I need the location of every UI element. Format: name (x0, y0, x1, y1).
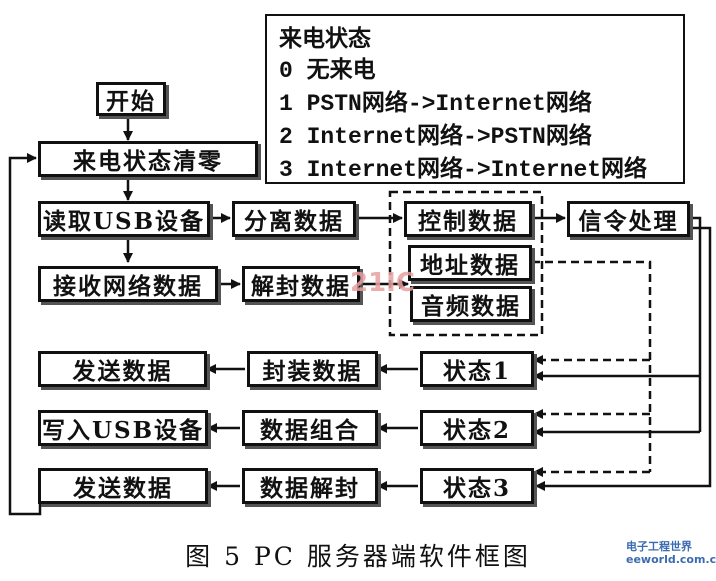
node-control-data: 控制数据 (404, 201, 532, 237)
watermark-corner: 电子工程世界 eeworld.com.cn (626, 540, 716, 566)
node-audio-data: 音频数据 (410, 286, 532, 322)
node-state2: 状态2 (420, 410, 534, 446)
legend-title: 来电状态 (279, 25, 371, 52)
node-combine: 数据组合 (242, 410, 378, 446)
node-decap: 解封数据 (242, 266, 360, 302)
watermark-corner-line2: eeworld.com.cn (626, 553, 716, 566)
node-read-usb: 读取USB设备 (38, 201, 210, 237)
node-clear-state: 来电状态清零 (38, 141, 258, 177)
node-address-data: 地址数据 (408, 245, 532, 281)
node-send-data-3: 发送数据 (38, 468, 208, 504)
legend-item-1: 1 PSTN网络->Internet网络 (279, 91, 592, 117)
watermark-center: 21IC (350, 268, 415, 298)
legend-item-0: 0 无来电 (279, 58, 376, 84)
arrow-loop-back (8, 153, 42, 516)
node-write-usb: 写入USB设备 (38, 410, 208, 446)
address-bus (532, 260, 652, 472)
node-start: 开始 (96, 82, 166, 116)
legend-item-3: 3 Internet网络->Internet网络 (279, 157, 648, 183)
node-state1: 状态1 (420, 351, 534, 387)
control-to-state3 (535, 226, 712, 491)
node-recv-network: 接收网络数据 (38, 266, 218, 302)
watermark-corner-line1: 电子工程世界 (626, 540, 692, 553)
call-state-legend: 来电状态 0 无来电 1 PSTN网络->Internet网络 2 Intern… (265, 14, 685, 184)
legend-item-2: 2 Internet网络->PSTN网络 (279, 124, 592, 150)
signal-bus (690, 216, 702, 432)
node-send-data-1: 发送数据 (38, 351, 207, 387)
node-encap: 封装数据 (247, 351, 378, 387)
node-state3: 状态3 (420, 468, 534, 504)
figure-caption: 图 5 PC 服务器端软件框图 (185, 542, 531, 571)
node-signaling: 信令处理 (567, 201, 690, 237)
data-group-box (388, 190, 544, 337)
node-separate-data: 分离数据 (232, 201, 356, 237)
node-data-decap: 数据解封 (242, 468, 378, 504)
